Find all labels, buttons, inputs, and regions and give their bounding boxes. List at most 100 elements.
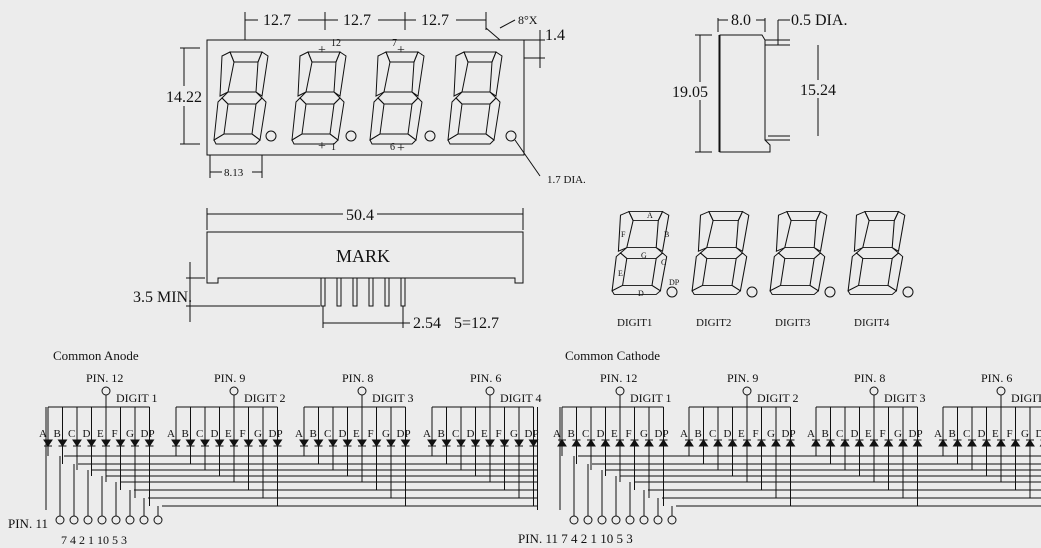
segment-letter: E bbox=[611, 428, 618, 440]
pin-12-mark: 12 bbox=[331, 38, 341, 49]
ext-pin bbox=[569, 515, 579, 525]
common-pin-2 bbox=[742, 386, 752, 396]
ext-pin bbox=[69, 515, 79, 525]
diode bbox=[386, 439, 396, 447]
diode bbox=[57, 439, 68, 447]
cathode-title: Common Cathode bbox=[565, 348, 660, 363]
diode bbox=[72, 439, 82, 447]
segment-letter: DP bbox=[397, 428, 411, 440]
pin-length-label: 3.5 MIN. bbox=[133, 289, 192, 306]
segment-letter: D bbox=[597, 428, 605, 440]
segment-letter: G bbox=[254, 428, 262, 440]
plus-mark-1: + bbox=[318, 139, 326, 154]
segment-letter: B bbox=[695, 428, 702, 440]
diode bbox=[912, 439, 923, 447]
pin-label-3: PIN. 8 bbox=[342, 371, 373, 385]
seg-label-c: C bbox=[661, 258, 666, 267]
segment-letter: DP bbox=[1036, 428, 1041, 440]
segment-letter: F bbox=[1007, 428, 1013, 440]
diode bbox=[658, 439, 669, 447]
diode bbox=[840, 439, 850, 447]
front-view: 12.7 12.7 12.7 8°X 12 + 7 + + 1 6 + 1.4 … bbox=[165, 11, 586, 186]
cathode-bottom-label: PIN. 11 7 4 2 1 10 5 3 bbox=[518, 531, 633, 546]
segment-letter: D bbox=[851, 428, 859, 440]
segment-letter: D bbox=[83, 428, 91, 440]
pin-total-label: 5=12.7 bbox=[454, 315, 499, 332]
diode bbox=[115, 439, 126, 447]
seg-label-a: A bbox=[647, 211, 653, 220]
segment-letter: E bbox=[97, 428, 104, 440]
segment-letter: C bbox=[196, 428, 203, 440]
diode bbox=[144, 439, 155, 447]
segment-letter: C bbox=[836, 428, 843, 440]
segment-letter: C bbox=[963, 428, 970, 440]
diode bbox=[629, 439, 640, 447]
diode bbox=[785, 439, 796, 447]
digit2-label: DIGIT2 bbox=[696, 317, 731, 329]
segment-letter: G bbox=[510, 428, 518, 440]
segment-letter: B bbox=[310, 428, 317, 440]
ext-pin bbox=[55, 515, 65, 525]
diode bbox=[615, 439, 625, 447]
bottom-view: 50.4 MARK 3.5 MIN. 2.54 5=12.7 bbox=[133, 205, 524, 332]
diode bbox=[185, 439, 196, 447]
segment-letter: C bbox=[68, 428, 75, 440]
segment-letter: D bbox=[211, 428, 219, 440]
front-digit-2 bbox=[291, 51, 347, 145]
diode bbox=[996, 439, 1006, 447]
bottom-pins bbox=[320, 277, 406, 307]
digit1-label: DIGIT1 bbox=[617, 317, 652, 329]
pin-6-mark: 6 bbox=[390, 142, 395, 153]
digit-label-1: DIGIT 1 bbox=[630, 391, 671, 405]
segment-letter: E bbox=[738, 428, 745, 440]
map-digit-3 bbox=[769, 211, 828, 295]
segment-letter: B bbox=[438, 428, 445, 440]
left-offset-label: 8.13 bbox=[224, 167, 244, 179]
segment-letter: A bbox=[423, 428, 431, 440]
diode bbox=[400, 439, 411, 447]
pin-label-4: PIN. 6 bbox=[981, 371, 1012, 385]
plus-mark-12: + bbox=[318, 43, 326, 58]
segment-letter: G bbox=[382, 428, 390, 440]
diode bbox=[811, 439, 821, 447]
diode bbox=[713, 439, 723, 447]
segment-letter: F bbox=[240, 428, 246, 440]
diode bbox=[557, 439, 567, 447]
segment-letter: E bbox=[865, 428, 872, 440]
segment-letter: DP bbox=[141, 428, 155, 440]
diode bbox=[600, 439, 611, 447]
segment-letter: A bbox=[934, 428, 942, 440]
segment-letter: DP bbox=[909, 428, 923, 440]
pin-span-label: 15.24 bbox=[800, 82, 836, 99]
segment-letter: DP bbox=[782, 428, 796, 440]
digit-label-4: DIGIT 4 bbox=[500, 391, 541, 405]
diode bbox=[684, 439, 694, 447]
common-pin-3 bbox=[357, 386, 367, 396]
diode bbox=[427, 439, 437, 447]
segment-letter: E bbox=[481, 428, 488, 440]
seg-label-d: D bbox=[638, 289, 644, 298]
pin-label-1: PIN. 12 bbox=[86, 371, 123, 385]
segment-letter: F bbox=[496, 428, 502, 440]
pin-label-2: PIN. 9 bbox=[214, 371, 245, 385]
segment-map: A B C D E F G DP DIGIT1 DIGIT2 DIGIT3 DI… bbox=[611, 211, 914, 329]
segment-letter: DP bbox=[269, 428, 283, 440]
diode bbox=[854, 439, 865, 447]
diode bbox=[756, 439, 767, 447]
common-pin-2 bbox=[229, 386, 239, 396]
digit-label-3: DIGIT 3 bbox=[372, 391, 413, 405]
segment-letter: E bbox=[225, 428, 232, 440]
common-pin-3 bbox=[869, 386, 879, 396]
diode bbox=[586, 439, 596, 447]
segment-letter: B bbox=[54, 428, 61, 440]
digit-label-2: DIGIT 2 bbox=[244, 391, 285, 405]
diode bbox=[357, 439, 367, 447]
segment-letter: A bbox=[39, 428, 47, 440]
segment-letter: DP bbox=[525, 428, 539, 440]
diode bbox=[441, 439, 452, 447]
plus-mark-6: + bbox=[397, 141, 405, 156]
diode bbox=[200, 439, 210, 447]
segment-letter: B bbox=[568, 428, 575, 440]
ext-pin bbox=[153, 515, 163, 525]
segment-letter: F bbox=[368, 428, 374, 440]
